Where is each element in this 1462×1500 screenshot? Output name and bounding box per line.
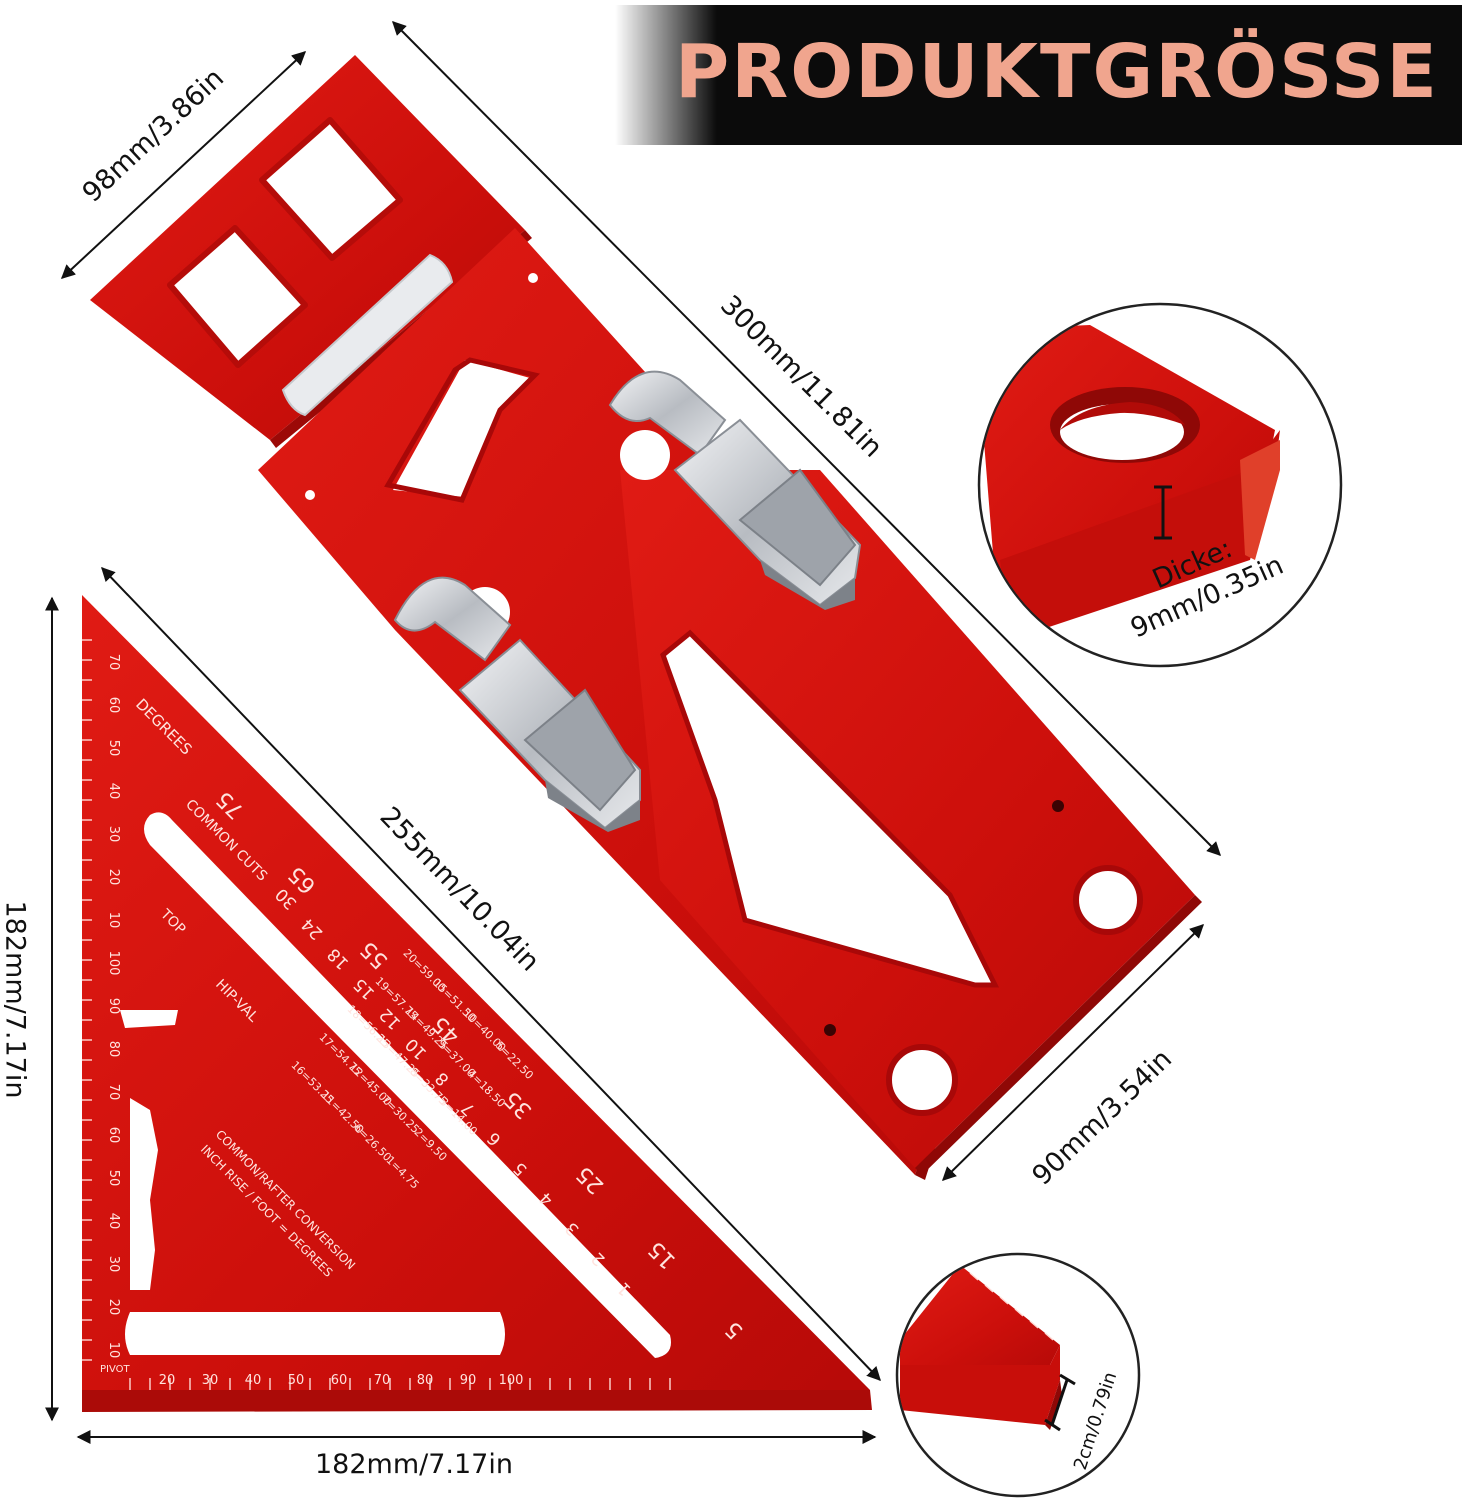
square-bottom-number: 90: [460, 1373, 477, 1388]
jig-hole-small-1: [1052, 800, 1064, 812]
square-bottom-number: 80: [417, 1373, 434, 1388]
square-bottom-number: 50: [288, 1373, 305, 1388]
square-bottom-number: 20: [159, 1373, 176, 1388]
square-left-number: 50: [106, 740, 121, 757]
banner-title: PRODUKTGRÖSSE: [675, 29, 1439, 115]
square-left-number: 30: [106, 1256, 121, 1273]
title-banner: [615, 5, 1462, 145]
jig-hole-1: [1073, 865, 1143, 935]
jig-hole-small-2: [824, 1024, 836, 1036]
square-left-number: 100: [106, 951, 121, 976]
square-left-number: 70: [106, 654, 121, 671]
square-bottom-number: 100: [499, 1373, 524, 1388]
square-left-number: 60: [106, 1127, 121, 1144]
square-left-number: 70: [106, 1084, 121, 1101]
detail-edge-circle: [895, 1252, 1141, 1498]
square-left-number: 50: [106, 1170, 121, 1187]
square-bottom-numbers: 20 30 40 50 60 70 80 90 100: [159, 1373, 524, 1388]
square-left-ticks: [82, 639, 92, 1361]
square-left-number: 60: [106, 697, 121, 714]
square-left-number: 10: [106, 912, 121, 929]
square-left-number: 40: [106, 1213, 121, 1230]
square-lip: [82, 1390, 872, 1412]
dim-line-width: [942, 924, 1204, 1181]
dim-line-length: [392, 21, 1221, 856]
dim-label-square-width: 182mm/7.17in: [315, 1449, 513, 1480]
jig-hole-small-4: [305, 490, 315, 500]
jig-hole-small-3: [528, 273, 538, 283]
square-left-number: 10: [106, 1342, 121, 1359]
square-left-number: 20: [106, 1299, 121, 1316]
square-left-number: 40: [106, 783, 121, 800]
square-label-pivot: PIVOT: [100, 1364, 131, 1375]
square-left-number: 20: [106, 869, 121, 886]
square-bottom-number: 40: [245, 1373, 262, 1388]
square-left-number: 30: [106, 826, 121, 843]
dim-line-inner-length: [101, 566, 881, 1382]
square-bottom-number: 60: [331, 1373, 348, 1388]
dim-line-top-width: [60, 51, 307, 279]
square-slot-notch: [120, 1010, 178, 1028]
dimension-lines: [45, 21, 1221, 1444]
square-bottom-number: 30: [202, 1373, 219, 1388]
square-left-numbers: 10 20 30 40 50 60 70 80 90 100 10 20 30 40 50 60 70: [106, 654, 121, 1359]
square-bottom-number: 70: [374, 1373, 391, 1388]
jig-hole-2: [886, 1044, 958, 1116]
square-left-number: 90: [106, 998, 121, 1015]
square-slot-bottom: [125, 1312, 505, 1355]
dim-label-square-height: 182mm/7.17in: [0, 900, 31, 1099]
square-left-number: 80: [106, 1041, 121, 1058]
